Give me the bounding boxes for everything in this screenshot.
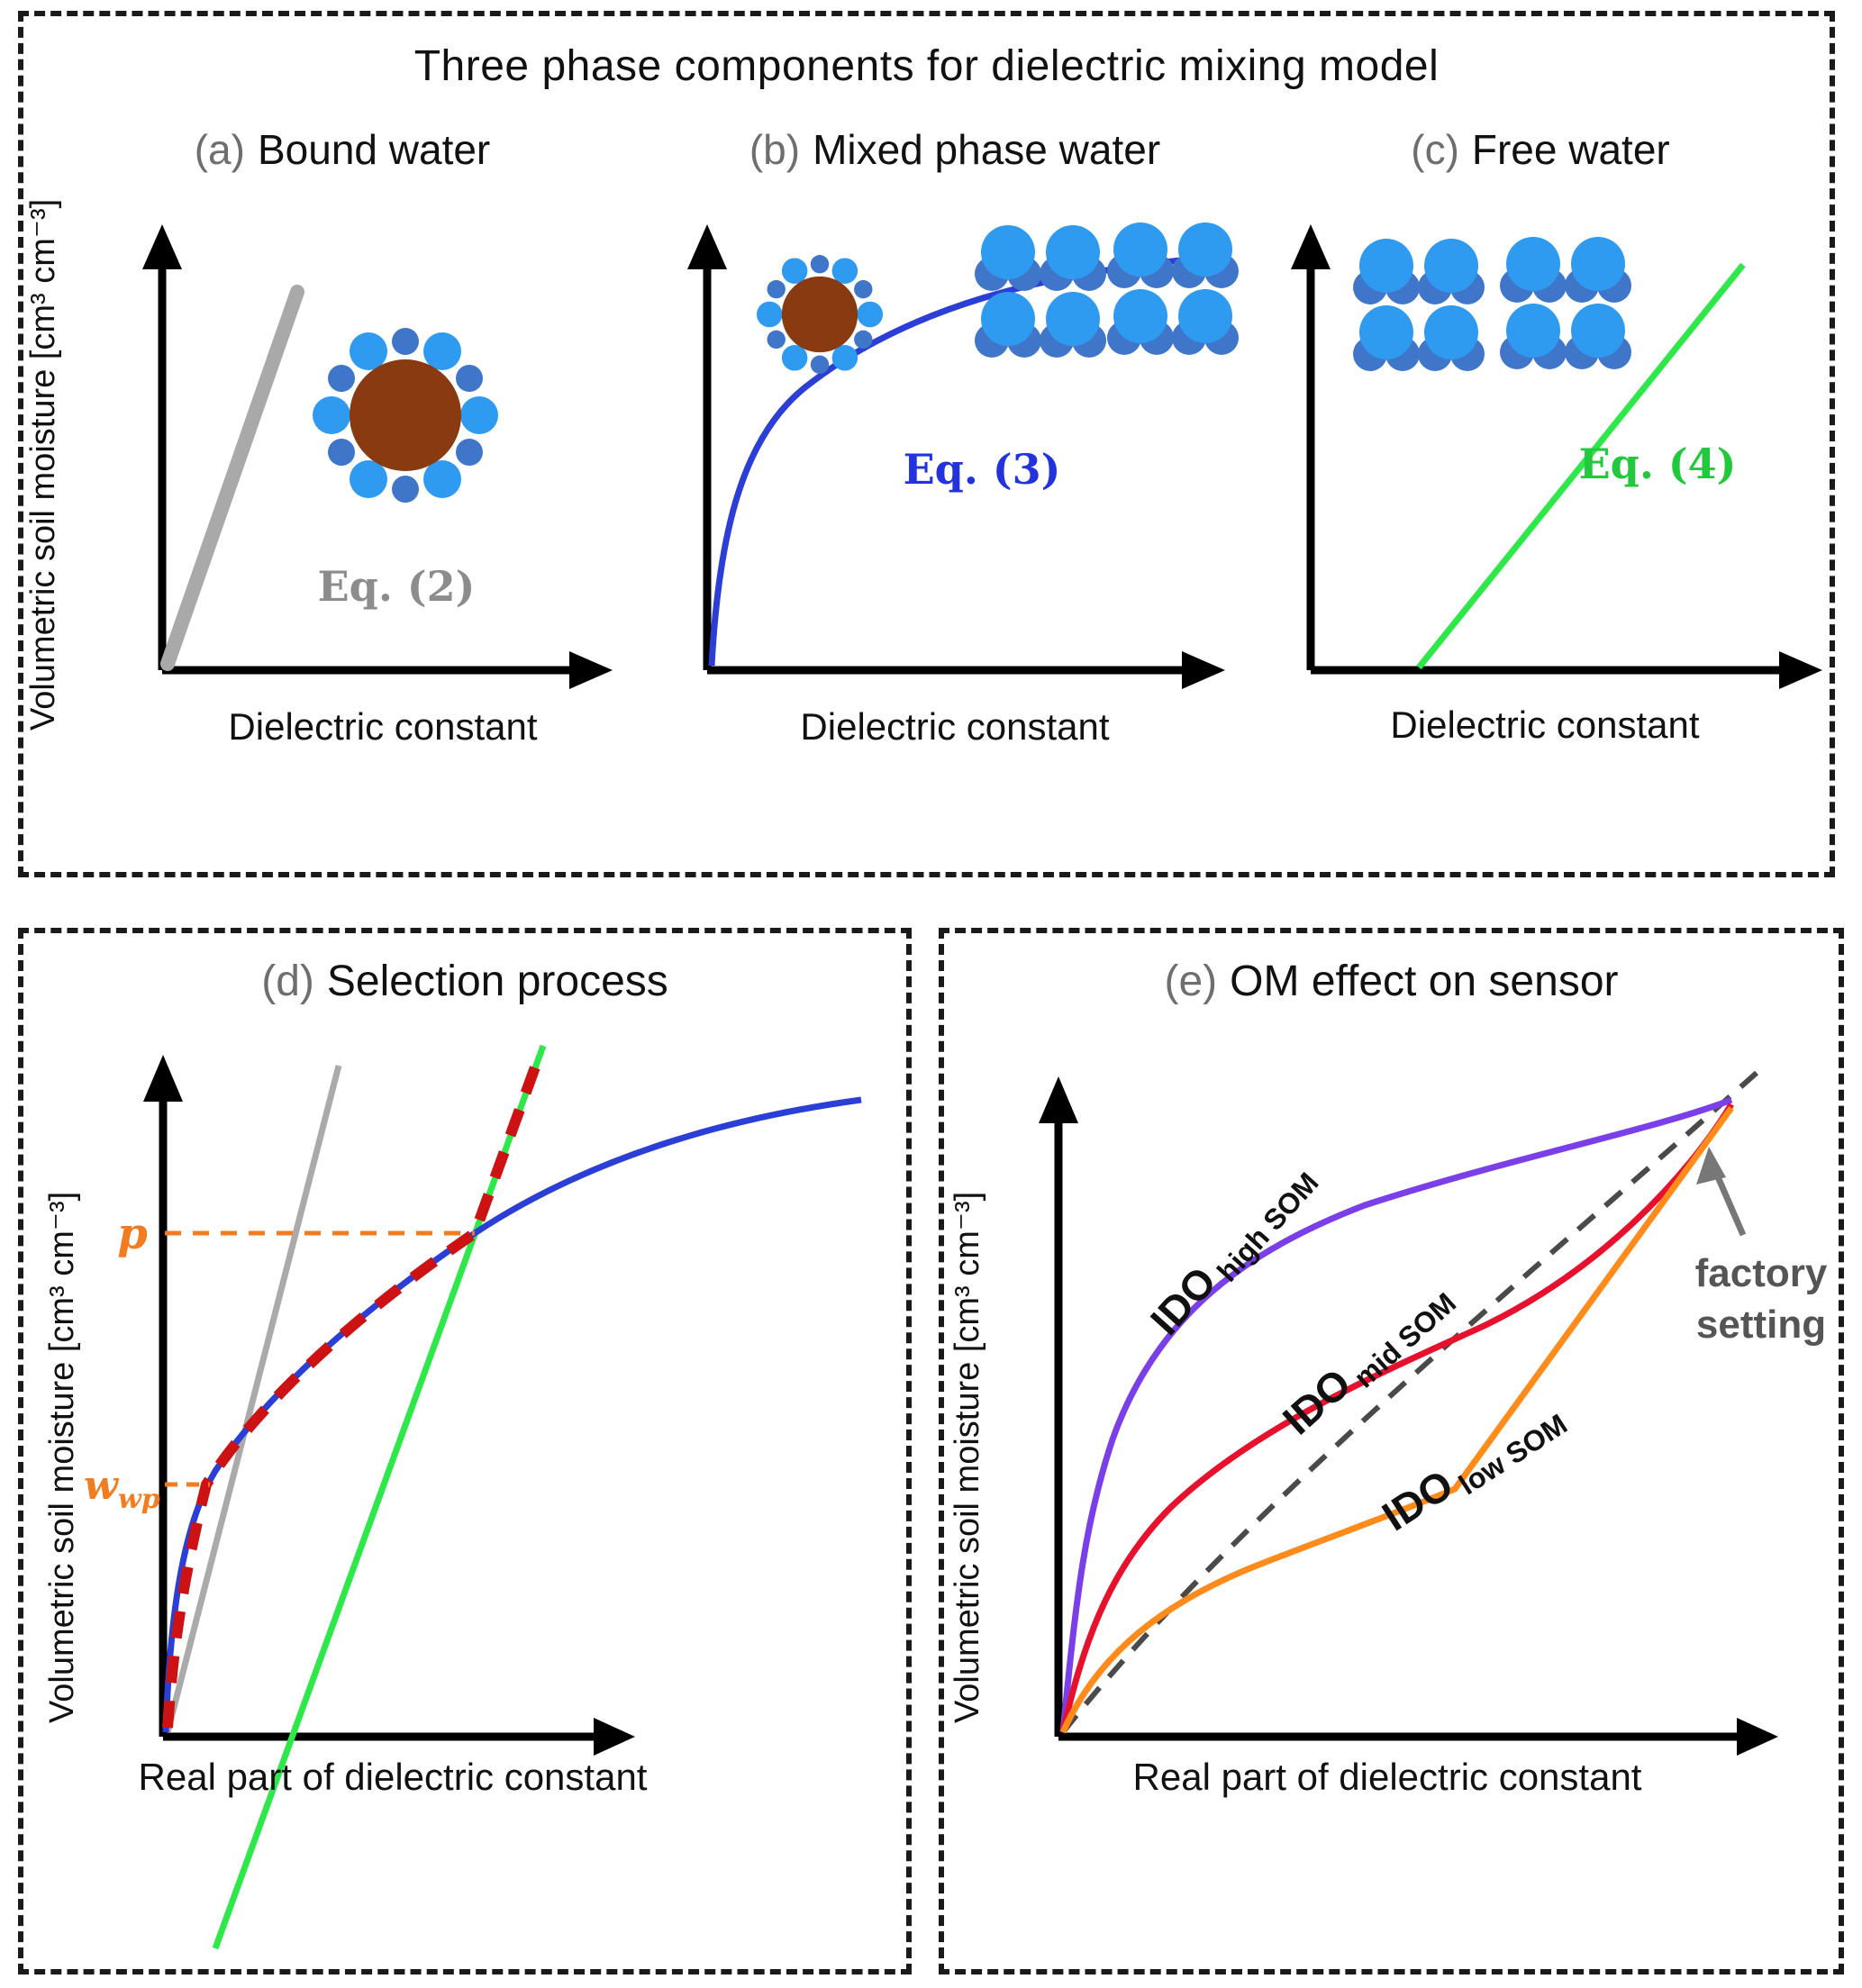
- panel-a-ylabel: Volumetric soil moisture [cm³ cm⁻³]: [27, 199, 62, 731]
- p-label: p: [117, 1209, 148, 1259]
- water-cluster-icon: [1500, 237, 1631, 369]
- panel-e-x-arrow-icon: [1736, 1718, 1778, 1756]
- ido-high-som-label: IDOhigh SOM: [1140, 1152, 1324, 1348]
- panel-c-x-arrow-icon: [1779, 651, 1822, 689]
- ido-low-suffix: low SOM: [1452, 1408, 1572, 1502]
- factory-setting-label-line1: factory: [1694, 1251, 1827, 1295]
- panel-e-y-arrow-icon: [1038, 1076, 1078, 1123]
- panel-b-xlabel: Dielectric constant: [800, 705, 1109, 748]
- panel-b-y-arrow-icon: [687, 224, 727, 269]
- ido-low-som-curve: [1059, 1105, 1734, 1734]
- panel-b-plot: Eq. (3) Dielectric constant: [687, 179, 1252, 748]
- panel-e-tag: (e): [1164, 958, 1218, 1005]
- water-cluster-icon: [1107, 222, 1239, 355]
- panel-d-tag: (d): [261, 958, 314, 1005]
- panel-b-tag: (b): [749, 126, 801, 173]
- ido-high-som-curve: [1059, 1096, 1732, 1733]
- panel-a-head: (a) Bound water: [195, 125, 491, 174]
- panel-a: (a) Bound water Volumetric soil moisture …: [27, 100, 658, 756]
- panel-d-head: (d) Selection process: [23, 933, 906, 1006]
- panel-a-tag: (a): [194, 126, 245, 173]
- panel-e-plot: Volumetric soil moisture [cm³ cm⁻³] IDOh…: [949, 1070, 1827, 1798]
- ido-mid-prefix: IDO: [1273, 1359, 1359, 1443]
- bound-water-line: [164, 1065, 342, 1733]
- selected-model-dashed-curve: [162, 1052, 545, 1729]
- panel-d-plot: Volumetric soil moisture [cm³ cm⁻³] p ww…: [43, 1044, 862, 1950]
- panel-b-x-arrow-icon: [1182, 651, 1225, 689]
- panel-e-xlabel: Real part of dielectric constant: [1132, 1756, 1641, 1798]
- panel-b: (b) Mixed phase water Eq. (3) Dielectric …: [658, 100, 1252, 756]
- panel-d-box: (d) Selection process Volumetric soil moi…: [18, 928, 912, 1974]
- panel-e-box: (e) OM effect on sensor Volumetric soil m…: [939, 928, 1844, 1974]
- soil-particle-icon: [756, 255, 884, 374]
- panel-b-title: Mixed phase water: [813, 126, 1161, 173]
- bound-water-line: [160, 285, 304, 671]
- panel-c-xlabel: Dielectric constant: [1390, 704, 1699, 746]
- free-water-line: [212, 1044, 547, 1950]
- panel-c-tag: (c): [1411, 126, 1459, 173]
- panel-d-x-arrow-icon: [594, 1718, 635, 1756]
- panel-d-ylabel: Volumetric soil moisture [cm³ cm⁻³]: [43, 1192, 81, 1723]
- ido-low-som-label: IDOlow SOM: [1374, 1390, 1573, 1545]
- eq4-label: Eq. (4): [1579, 440, 1737, 488]
- panel-a-x-arrow-icon: [569, 651, 613, 689]
- ido-mid-som-curve: [1059, 1103, 1734, 1733]
- panel-abc-box: Three phase components for dielectric mi…: [18, 11, 1835, 877]
- ido-low-prefix: IDO: [1374, 1460, 1461, 1539]
- factory-setting-label-line2: setting: [1695, 1303, 1825, 1347]
- panel-c-plot: Eq. (4) Dielectric constant: [1291, 224, 1822, 746]
- mixed-phase-curve: [162, 1096, 862, 1733]
- free-water-line: [1416, 262, 1746, 670]
- wwp-label: wwp: [84, 1463, 160, 1515]
- top-title: Three phase components for dielectric mi…: [413, 42, 1440, 90]
- panel-d-xlabel: Real part of dielectric constant: [139, 1756, 648, 1798]
- panel-e-ylabel: Volumetric soil moisture [cm³ cm⁻³]: [949, 1192, 986, 1723]
- panel-d-y-arrow-icon: [143, 1055, 183, 1102]
- panel-b-head: (b) Mixed phase water: [749, 125, 1160, 174]
- panel-c-title: Free water: [1471, 126, 1670, 173]
- panel-a-xlabel: Dielectric constant: [228, 705, 537, 748]
- panel-a-y-arrow-icon: [142, 224, 182, 269]
- ido-high-prefix: IDO: [1140, 1257, 1224, 1344]
- panel-c-head: (c) Free water: [1411, 125, 1670, 174]
- panel-c: (c) Free water Eq. (4) Dielectric constan…: [1252, 100, 1829, 756]
- panel-a-plot: Volumetric soil moisture [cm³ cm⁻³] Eq. …: [27, 199, 613, 748]
- factory-setting-arrowhead-icon: [1695, 1147, 1726, 1185]
- panel-d-title: Selection process: [326, 958, 668, 1005]
- panel-c-y-arrow-icon: [1291, 224, 1331, 269]
- ido-mid-som-label: IDOmid SOM: [1273, 1271, 1461, 1448]
- wwp-label-w: w: [84, 1463, 120, 1509]
- panels-row: (a) Bound water Volumetric soil moisture …: [23, 91, 1830, 756]
- eq2-label: Eq. (2): [318, 562, 476, 611]
- panel-e-head: (e) OM effect on sensor: [944, 933, 1839, 1006]
- eq3-label: Eq. (3): [904, 445, 1061, 494]
- soil-particle-icon: [313, 328, 498, 503]
- panel-a-title: Bound water: [257, 126, 491, 173]
- factory-setting-dashed-line: [1060, 1070, 1758, 1734]
- panel-e-title: OM effect on sensor: [1230, 958, 1619, 1005]
- wwp-label-sub: wp: [118, 1484, 160, 1515]
- water-cluster-icon: [1353, 239, 1485, 371]
